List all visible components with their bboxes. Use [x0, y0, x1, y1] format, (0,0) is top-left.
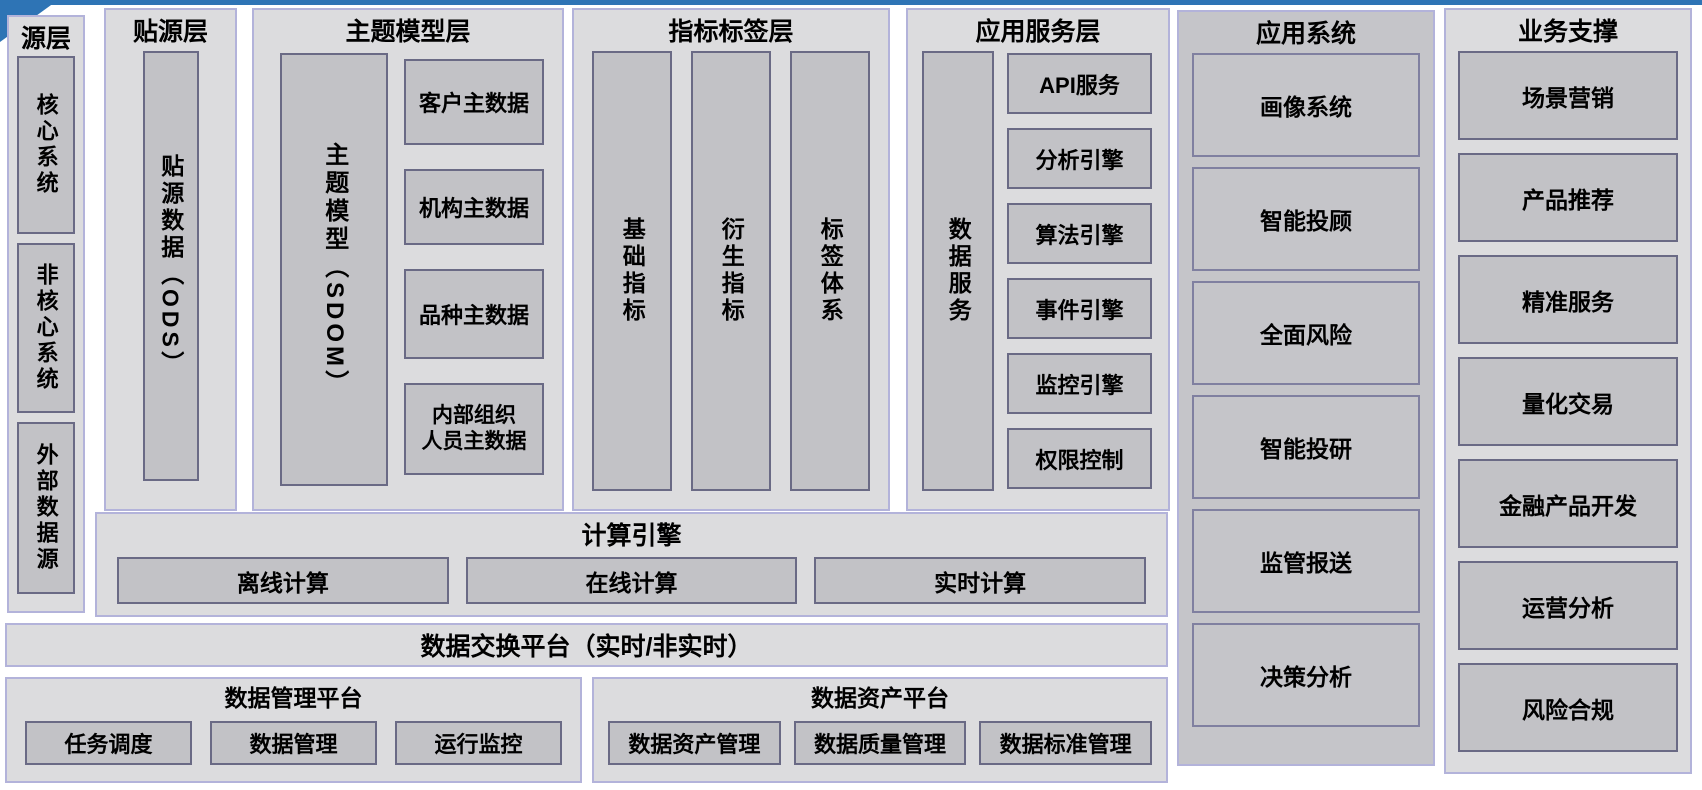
box-ods-data: 贴源数据（ODS） [142, 51, 199, 481]
layer-ods: 贴源层 贴源数据（ODS） [104, 8, 237, 511]
box-event-engine: 事件引擎 [1007, 278, 1152, 339]
column-business-support: 业务支撑 场景营销 产品推荐 精准服务 量化交易 金融产品开发 运营分析 风险合… [1444, 8, 1692, 774]
box-regulatory-reporting: 监管报送 [1192, 509, 1420, 613]
box-basic-indicator: 基础指标 [592, 51, 672, 491]
box-sdom-model: 主题模型（SDOM） [280, 53, 388, 486]
layer-indicator-title: 指标标签层 [668, 18, 794, 46]
section-data-exchange-platform: 数据交换平台（实时/非实时） [5, 623, 1168, 667]
box-data-service: 数据服务 [922, 51, 994, 491]
box-decision-analysis: 决策分析 [1192, 623, 1420, 727]
box-overall-risk: 全面风险 [1192, 281, 1420, 385]
box-permission-control: 权限控制 [1007, 428, 1152, 489]
box-data-standard-mgmt: 数据标准管理 [979, 720, 1153, 765]
layer-ods-title: 贴源层 [132, 18, 208, 46]
data-mgmt-platform-title: 数据管理平台 [224, 685, 363, 711]
box-product-master-data: 品种主数据 [404, 269, 544, 359]
section-data-asset-platform: 数据资产平台 数据资产管理 数据质量管理 数据标准管理 [592, 677, 1168, 783]
layer-sdom-title: 主题模型层 [345, 18, 471, 46]
compute-engine-title: 计算引擎 [581, 522, 682, 550]
box-customer-master-data: 客户主数据 [404, 59, 544, 145]
box-operation-analysis: 运营分析 [1458, 561, 1678, 650]
layer-app-service-title: 应用服务层 [975, 18, 1101, 46]
box-label-system: 标签体系 [790, 51, 870, 491]
top-accent-bar [0, 0, 1702, 5]
box-run-monitoring: 运行监控 [395, 720, 562, 765]
box-data-asset-mgmt: 数据资产管理 [608, 720, 781, 765]
layer-sdom: 主题模型层 主题模型（SDOM） 客户主数据 机构主数据 品种主数据 内部组织 … [252, 8, 564, 511]
box-institution-master-data: 机构主数据 [404, 169, 544, 245]
layer-app-service: 应用服务层 数据服务 API服务 分析引擎 算法引擎 事件引擎 监控引擎 权限控… [906, 8, 1170, 511]
box-noncore-system: 非核心系统 [17, 243, 75, 413]
data-exchange-platform-title: 数据交换平台（实时/非实时） [420, 633, 753, 661]
box-portrait-system: 画像系统 [1192, 53, 1420, 157]
column-app-systems-title: 应用系统 [1255, 20, 1356, 48]
box-smart-advisory: 智能投顾 [1192, 167, 1420, 271]
box-financial-product-dev: 金融产品开发 [1458, 459, 1678, 548]
layer-source-title: 源层 [20, 25, 71, 53]
layer-source: 源层 核心系统 非核心系统 外部数据源 [7, 15, 85, 613]
data-asset-platform-title: 数据资产平台 [811, 685, 949, 711]
box-monitor-engine: 监控引擎 [1007, 353, 1152, 414]
column-business-support-title: 业务支撑 [1517, 18, 1618, 46]
box-analysis-engine: 分析引擎 [1007, 128, 1152, 189]
box-quant-trading: 量化交易 [1458, 357, 1678, 446]
box-algorithm-engine: 算法引擎 [1007, 203, 1152, 264]
box-online-compute: 在线计算 [465, 557, 798, 604]
box-data-quality-mgmt: 数据质量管理 [793, 720, 967, 765]
box-api-service: API服务 [1007, 53, 1152, 114]
box-internal-staff-master-data: 内部组织 人员主数据 [404, 383, 544, 475]
box-precise-service: 精准服务 [1458, 255, 1678, 344]
box-product-recommendation: 产品推荐 [1458, 153, 1678, 242]
section-data-mgmt-platform: 数据管理平台 任务调度 数据管理 运行监控 [5, 677, 582, 783]
section-compute-engine: 计算引擎 离线计算 在线计算 实时计算 [95, 512, 1168, 617]
box-realtime-compute: 实时计算 [814, 557, 1147, 604]
box-risk-compliance: 风险合规 [1458, 663, 1678, 752]
box-external-data-source: 外部数据源 [17, 422, 75, 594]
box-data-management: 数据管理 [210, 720, 377, 765]
box-smart-research: 智能投研 [1192, 395, 1420, 499]
layer-indicator-label: 指标标签层 基础指标 衍生指标 标签体系 [572, 8, 890, 511]
box-scene-marketing: 场景营销 [1458, 51, 1678, 140]
box-derived-indicator: 衍生指标 [691, 51, 771, 491]
box-core-system: 核心系统 [17, 56, 75, 234]
column-app-systems: 应用系统 画像系统 智能投顾 全面风险 智能投研 监管报送 决策分析 [1177, 10, 1435, 766]
box-task-scheduling: 任务调度 [25, 720, 192, 765]
box-offline-compute: 离线计算 [117, 557, 449, 604]
